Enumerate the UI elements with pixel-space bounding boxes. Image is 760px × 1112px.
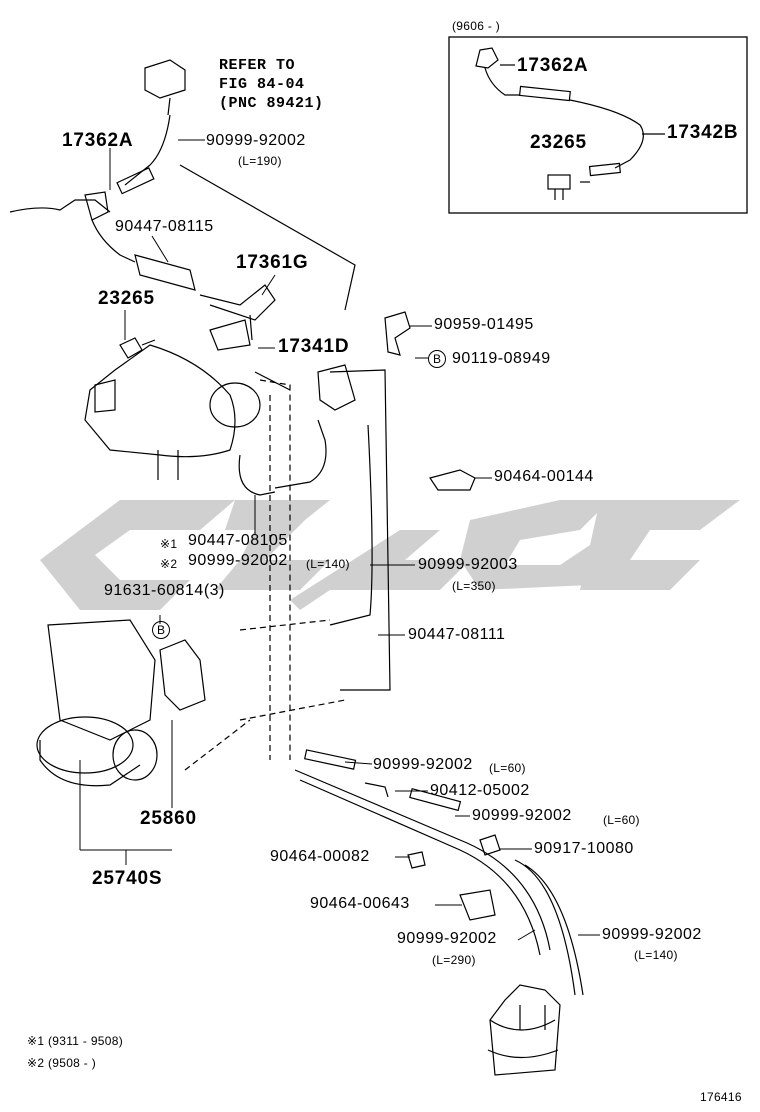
circle-b-marker-2: B xyxy=(152,621,170,639)
label-90999-92002-a: 90999-92002 xyxy=(206,132,306,149)
label-90999-92002-c: 90999-92002 xyxy=(373,756,473,773)
label-17341d: 17341D xyxy=(278,336,350,357)
inset-range: (9606 - ) xyxy=(452,19,501,33)
label-91631-60814: 91631-60814(3) xyxy=(104,582,225,599)
len-90999-92002-c: (L=60) xyxy=(489,761,526,775)
label-90959-01495: 90959-01495 xyxy=(434,316,534,333)
label-90999-92002-d: 90999-92002 xyxy=(472,807,572,824)
label-90447-08115: 90447-08115 xyxy=(115,218,214,235)
canister-assembly xyxy=(36,619,346,787)
inset-label-17362a: 17362A xyxy=(517,55,589,76)
refer-line3: (PNC 89421) xyxy=(219,95,324,112)
len-90999-92003: (L=350) xyxy=(452,579,496,593)
len-90999-92002-b: (L=140) xyxy=(306,557,350,571)
note2-mark: ※2 xyxy=(160,557,178,571)
engine-assembly xyxy=(9,59,391,760)
label-90447-08111: 90447-08111 xyxy=(408,626,506,643)
label-90447-08105: 90447-08105 xyxy=(188,532,288,549)
watermark xyxy=(40,500,740,610)
brackets-clamps xyxy=(384,311,476,491)
len-90999-92002-d: (L=60) xyxy=(603,813,640,827)
len-90999-92002-f: (L=140) xyxy=(634,948,678,962)
label-23265: 23265 xyxy=(98,288,155,309)
circle-b-marker: B xyxy=(428,350,446,368)
label-90464-00082: 90464-00082 xyxy=(270,848,370,865)
label-90464-00643: 90464-00643 xyxy=(310,895,410,912)
refer-line1: REFER TO xyxy=(219,57,296,74)
inset-label-17342b: 17342B xyxy=(667,122,739,143)
label-90464-00144: 90464-00144 xyxy=(494,468,594,485)
label-25740s: 25740S xyxy=(92,868,163,889)
note-2: ※2 (9508 - ) xyxy=(27,1056,97,1070)
note-1: ※1 (9311 - 9508) xyxy=(27,1034,124,1048)
label-17361g: 17361G xyxy=(236,252,309,273)
figure-number: 176416 xyxy=(700,1090,742,1104)
label-90119-08949: 90119-08949 xyxy=(452,350,551,367)
label-25860: 25860 xyxy=(140,808,197,829)
refer-line2: FIG 84-04 xyxy=(219,76,305,93)
label-90999-92002-b: 90999-92002 xyxy=(188,552,288,569)
label-17362a: 17362A xyxy=(62,130,134,151)
inset-label-23265: 23265 xyxy=(530,132,587,153)
lower-hoses xyxy=(294,749,584,1076)
inset-box xyxy=(448,36,748,214)
inset-parts xyxy=(475,47,665,200)
label-90412-05002: 90412-05002 xyxy=(430,782,530,799)
label-90999-92002-e: 90999-92002 xyxy=(397,930,497,947)
label-90917-10080: 90917-10080 xyxy=(534,840,634,857)
label-90999-92003: 90999-92003 xyxy=(418,556,518,573)
label-90999-92002-f: 90999-92002 xyxy=(602,926,702,943)
len-90999-92002-a: (L=190) xyxy=(238,154,282,168)
len-90999-92002-e: (L=290) xyxy=(432,953,476,967)
note1-mark: ※1 xyxy=(160,537,178,551)
